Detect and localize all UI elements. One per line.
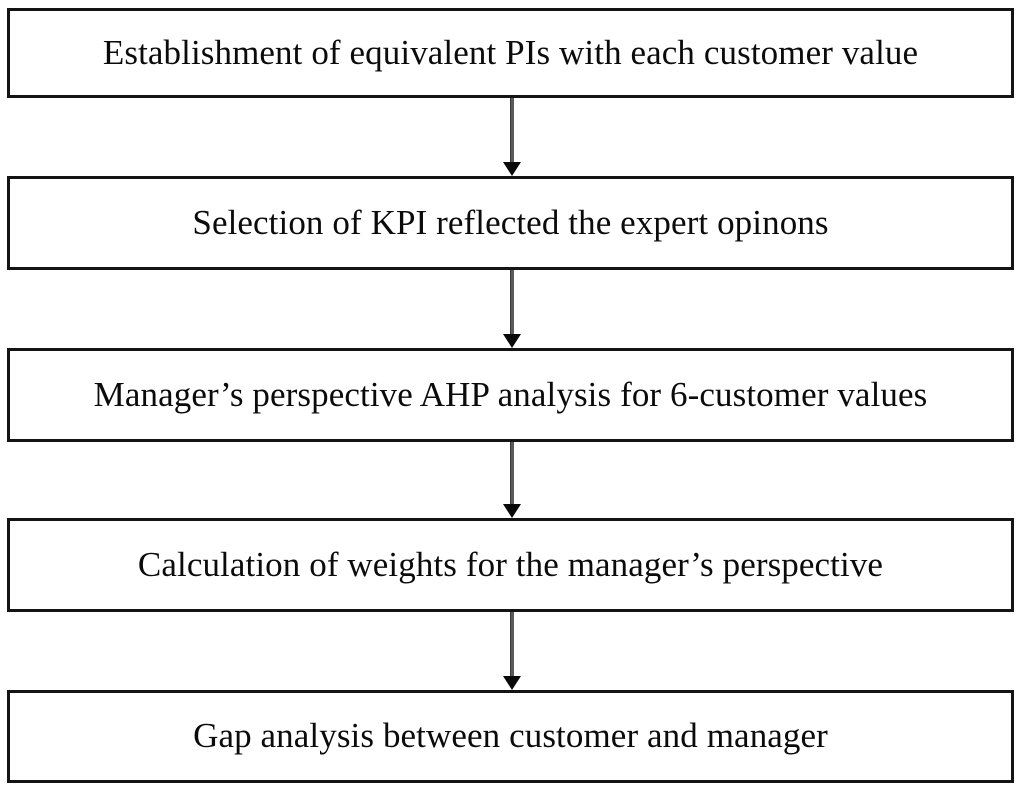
arrow-head-down-icon: [503, 162, 521, 176]
flowchart-node-4: Calculation of weights for the manager’s…: [7, 518, 1014, 612]
flowchart-node-5-label: Gap analysis between customer and manage…: [193, 716, 828, 756]
flowchart-node-3-label: Manager’s perspective AHP analysis for 6…: [93, 374, 928, 414]
flowchart-arrow-1: [503, 98, 521, 176]
flowchart-node-1: Establishment of equivalent PIs with eac…: [7, 8, 1014, 98]
flowchart-node-5: Gap analysis between customer and manage…: [7, 690, 1014, 783]
arrow-shaft: [510, 270, 514, 335]
flowchart-node-4-label: Calculation of weights for the manager’s…: [137, 544, 884, 584]
arrow-head-down-icon: [503, 504, 521, 518]
arrow-head-down-icon: [503, 334, 521, 348]
flowchart-node-2-label: Selection of KPI reflected the expert op…: [192, 202, 829, 242]
arrow-shaft: [510, 442, 514, 505]
arrow-head-down-icon: [503, 676, 521, 690]
flowchart-arrow-4: [503, 612, 521, 690]
arrow-shaft: [510, 612, 514, 677]
flowchart-node-2: Selection of KPI reflected the expert op…: [7, 176, 1014, 270]
flowchart-node-3: Manager’s perspective AHP analysis for 6…: [7, 348, 1014, 442]
flowchart-arrow-2: [503, 270, 521, 348]
arrow-shaft: [510, 98, 514, 163]
flowchart-arrow-3: [503, 442, 521, 518]
flowchart-node-1-label: Establishment of equivalent PIs with eac…: [102, 32, 919, 72]
